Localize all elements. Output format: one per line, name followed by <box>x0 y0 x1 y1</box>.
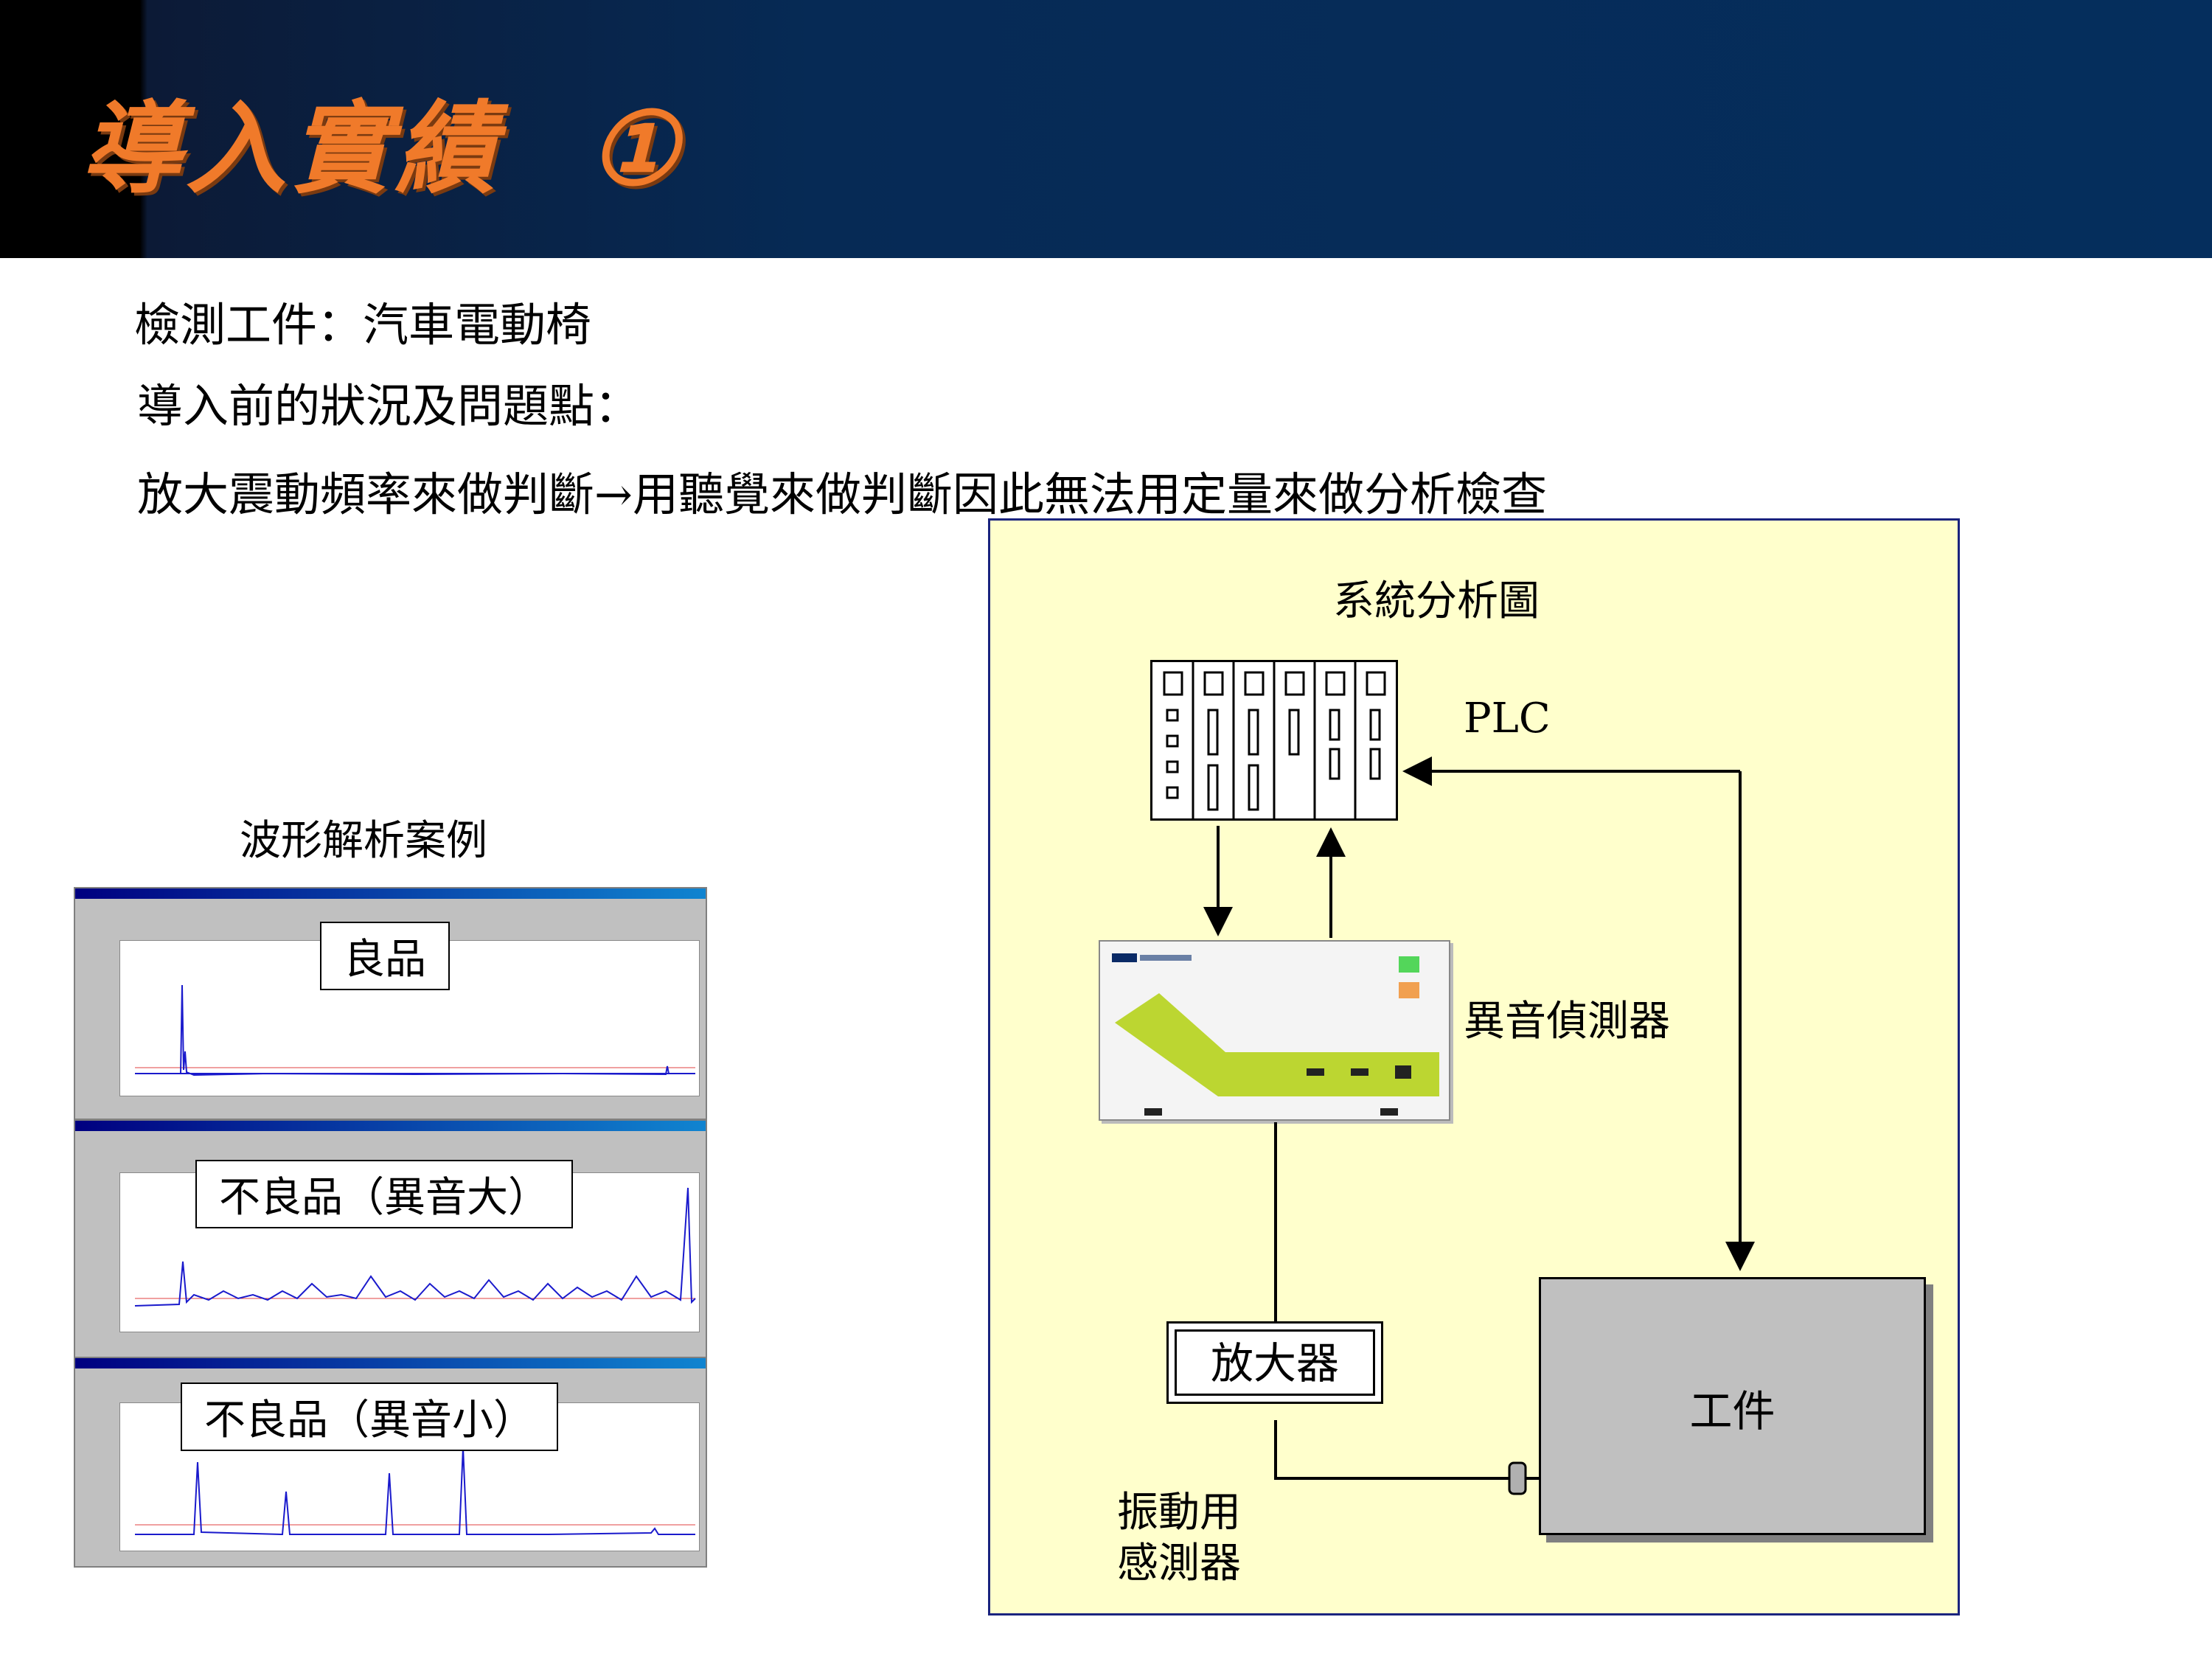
plc-modules-svg <box>1163 662 1386 818</box>
title-text: 導入實績 <box>81 90 500 208</box>
diagram-title: 系統分析圖 <box>1333 577 1540 625</box>
amplifier-box: 放大器 <box>1166 1321 1383 1404</box>
page-title: 導入實績 ① <box>81 68 683 213</box>
window-titlebar <box>75 1121 706 1131</box>
amplifier-sensor-line <box>1274 1420 1509 1480</box>
sensor-label-line1: 振動用 <box>1117 1489 1241 1537</box>
waveform-good-svg <box>135 984 695 1077</box>
waveform-loud-svg <box>134 1187 696 1307</box>
before-problems-line: 導入前的狀況及問題點： <box>137 379 641 433</box>
waveform-window-1 <box>74 887 707 1120</box>
abnormal-noise-detector-device <box>1099 940 1450 1121</box>
sensor-label-line2: 感測器 <box>1117 1540 1241 1587</box>
workpiece-line: 檢測工件：汽車電動椅 <box>134 298 592 352</box>
waveform-label-loud: 不良品（異音大） <box>195 1160 573 1228</box>
window-titlebar <box>75 1358 706 1368</box>
title-number: ① <box>588 90 683 208</box>
workpiece-box: 工件 <box>1539 1277 1926 1535</box>
waveform-caption: 波形解析案例 <box>240 817 487 865</box>
waveform-label-quiet: 不良品（異音小） <box>181 1382 558 1451</box>
detector-illustration-svg <box>1112 953 1439 1116</box>
vibration-sensor-icon <box>1508 1461 1527 1495</box>
window-titlebar <box>75 888 706 899</box>
description-line: 放大震動頻率來做判斷→用聽覺來做判斷因此無法用定量來做分析檢查 <box>137 467 1547 521</box>
waveform-quiet-svg <box>135 1447 695 1536</box>
waveform-window-3 <box>74 1357 707 1568</box>
plc-unit <box>1150 660 1398 821</box>
header-banner <box>0 0 2212 258</box>
waveform-label-good: 良品 <box>320 922 450 990</box>
plc-label: PLC <box>1464 695 1551 742</box>
amplifier-label: 放大器 <box>1175 1329 1375 1396</box>
workpiece-label: 工件 <box>1689 1386 1775 1436</box>
detector-label: 異音偵測器 <box>1464 998 1670 1046</box>
